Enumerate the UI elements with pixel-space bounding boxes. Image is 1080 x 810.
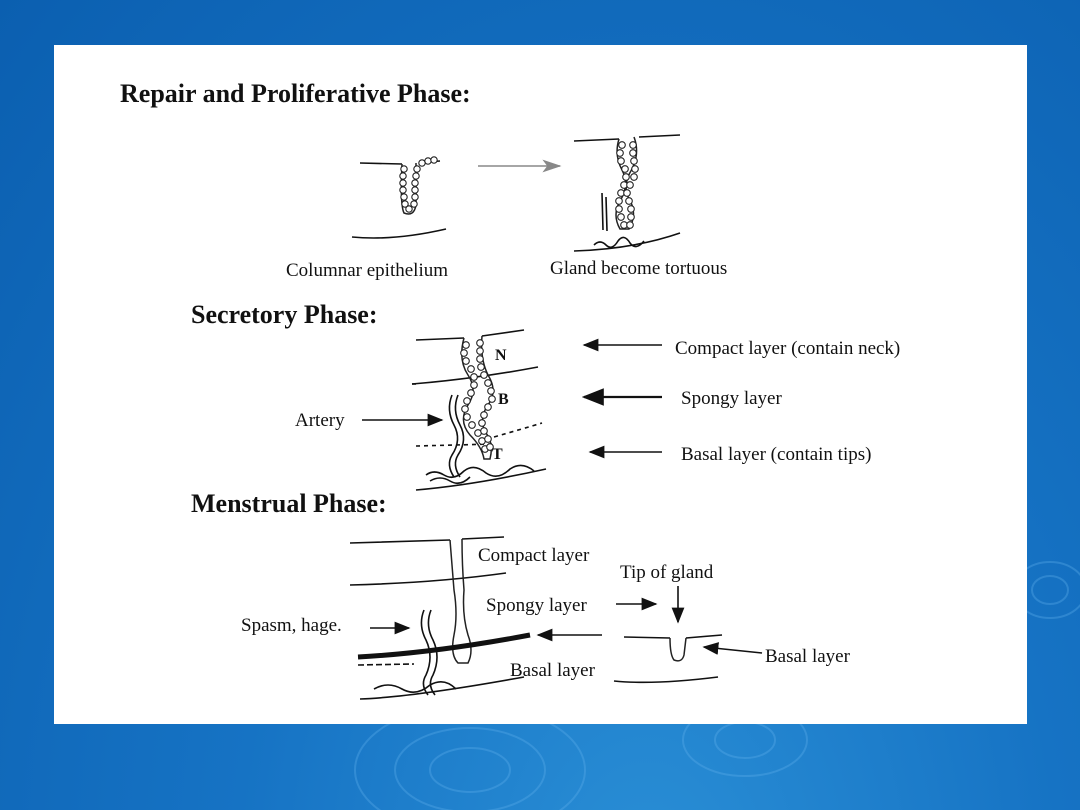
- label-artery: Artery: [295, 410, 345, 431]
- basal-tip-illustration: [623, 634, 723, 662]
- heading-secretory: Secretory Phase:: [191, 300, 378, 329]
- tortuous-gland-illustration: [573, 134, 681, 252]
- letter-b: B: [498, 391, 509, 408]
- label-spongy-layer: Spongy layer: [486, 595, 587, 616]
- label-spongy: Spongy layer: [681, 388, 782, 409]
- label-compact-layer: Compact layer: [478, 545, 590, 566]
- label-compact-neck: Compact layer (contain neck): [675, 338, 900, 359]
- short-gland-illustration: [351, 156, 447, 239]
- label-basal-layer-right: Basal layer: [765, 646, 851, 667]
- heading-menstrual: Menstrual Phase:: [191, 489, 387, 518]
- label-columnar-epithelium: Columnar epithelium: [286, 260, 448, 281]
- letter-t: T: [492, 446, 503, 463]
- label-basal-tips: Basal layer (contain tips): [681, 444, 871, 465]
- basal-underline: [613, 676, 719, 684]
- secretory-gland-illustration: [411, 329, 547, 491]
- label-tip-of-gland: Tip of gland: [620, 562, 714, 583]
- menstrual-illustration: [349, 536, 531, 700]
- label-spasm-hage: Spasm, hage.: [241, 615, 342, 636]
- label-basal-layer-left: Basal layer: [510, 660, 596, 681]
- label-gland-tortuous: Gland become tortuous: [550, 258, 727, 279]
- arrow-basal-right: [702, 642, 763, 655]
- slide-card: Repair and Proliferative Phase:: [54, 45, 1027, 724]
- letter-n: N: [495, 347, 507, 364]
- diagram-canvas: Repair and Proliferative Phase:: [120, 79, 900, 700]
- heading-repair: Repair and Proliferative Phase:: [120, 79, 471, 108]
